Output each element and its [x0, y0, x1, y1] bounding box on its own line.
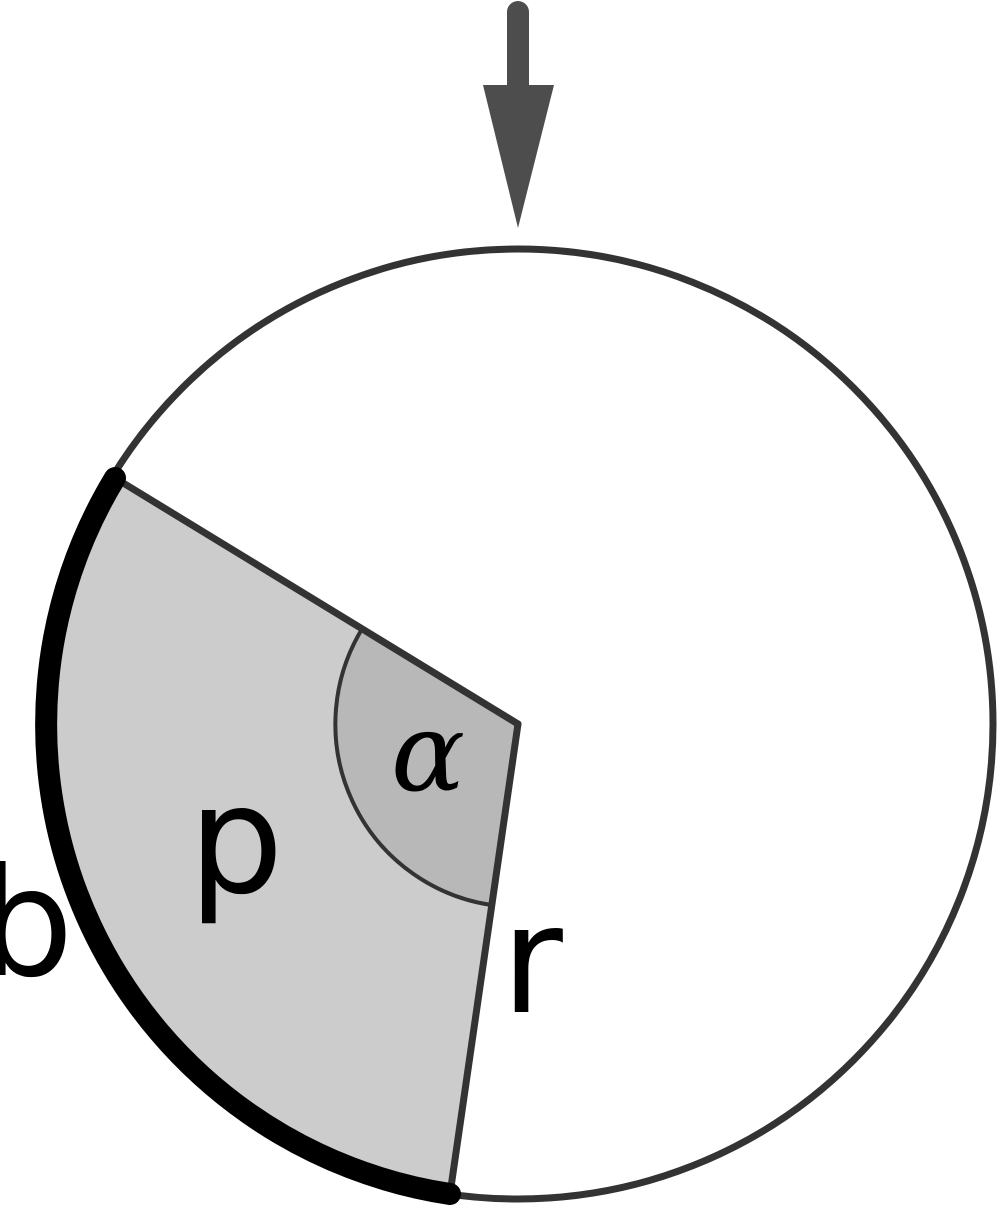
- sector-label: p: [188, 754, 283, 928]
- radius-line-lower: [446, 720, 522, 1198]
- arc-label: b: [0, 837, 74, 1011]
- highlighted-arc: [35, 467, 461, 1205]
- radius-line-upper: [111, 474, 522, 728]
- down-arrow-icon: [483, 1, 554, 228]
- angle-label: α: [391, 688, 465, 816]
- radius-label: r: [501, 874, 563, 1048]
